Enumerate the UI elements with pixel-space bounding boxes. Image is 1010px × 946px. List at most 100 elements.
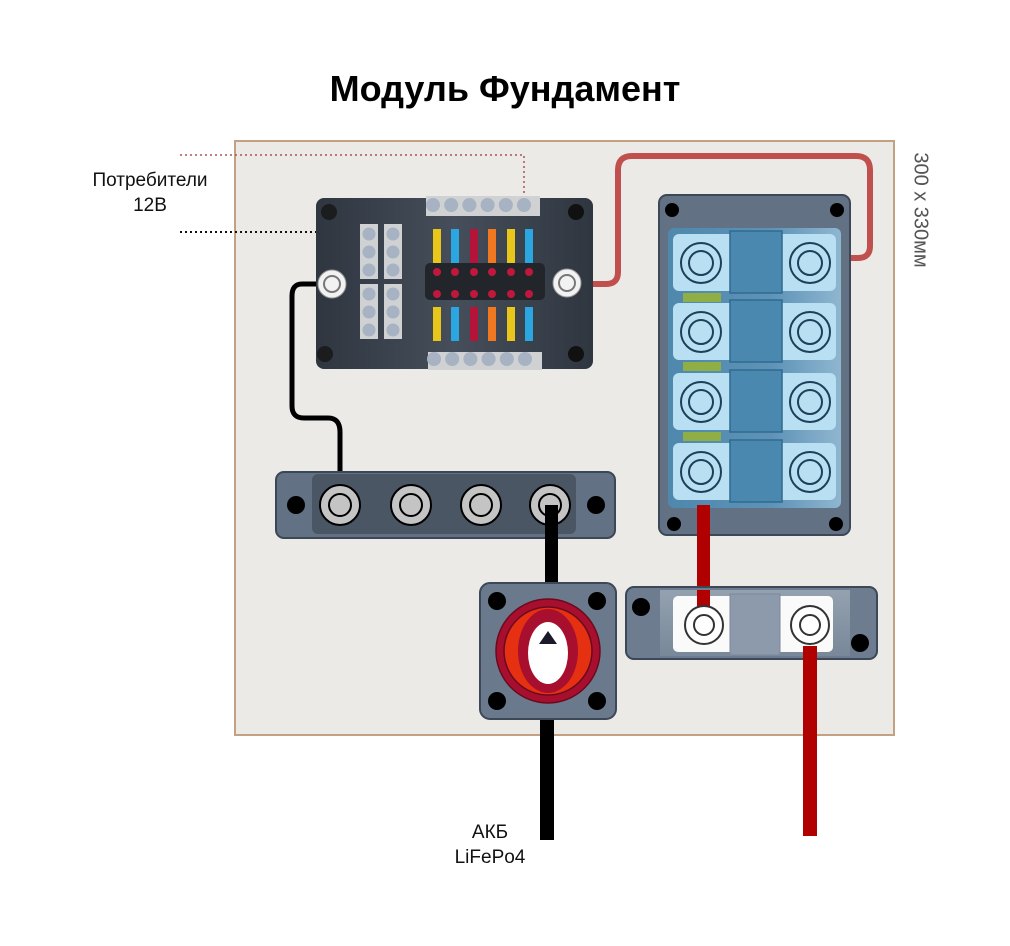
fuse-holder-row [673, 299, 836, 371]
status-led [470, 290, 478, 298]
ground-pin [386, 245, 400, 259]
busbar-stud [390, 484, 432, 526]
mount-hole [287, 496, 305, 514]
wire-red-mainfuse-to-battery [803, 646, 817, 836]
bus-pin [462, 198, 477, 212]
battery-label-line2: LiFePo4 [454, 847, 526, 868]
bus-pin [463, 352, 478, 366]
consumers-label-line1: Потребители [92, 170, 208, 191]
switch-knob [528, 622, 568, 684]
status-led [488, 290, 496, 298]
fuse-holder-single [625, 586, 878, 660]
blade-fuse-bottom [451, 307, 459, 341]
blade-fuse-top [507, 229, 515, 263]
fuse-link-bar [683, 293, 721, 302]
battery-switch[interactable] [479, 582, 617, 720]
mount-hole [588, 592, 606, 610]
battery-label: АКБ LiFePo4 [430, 820, 550, 870]
fuse-terminal [680, 381, 722, 423]
fuse-terminal-inner [797, 319, 823, 345]
consumers-label: Потребители 12В [70, 168, 230, 218]
page-title: Модуль Фундамент [0, 68, 1010, 110]
busbar-stud [319, 484, 361, 526]
fuse-terminal [680, 242, 722, 284]
blade-fuse-top [451, 229, 459, 263]
fuse-holder-row [673, 439, 836, 503]
ground-pin [362, 287, 376, 301]
blade-fuse-bottom [507, 307, 515, 341]
fuse-terminal [680, 451, 722, 493]
bus-pin [480, 198, 495, 212]
ground-pin [362, 305, 376, 319]
wire-black-busbar-to-switch [545, 505, 558, 595]
fuse-terminal [789, 311, 831, 353]
fuse-holder-multi [658, 194, 851, 536]
wire-black-fuseblock-to-busbar [289, 281, 343, 478]
ground-pin [362, 323, 376, 337]
bus-pin [498, 198, 513, 212]
mount-hole [488, 692, 506, 710]
mount-hole [851, 634, 869, 652]
mount-hole [317, 346, 333, 362]
status-led [525, 268, 533, 276]
mount-hole [568, 204, 584, 220]
ground-pin [362, 245, 376, 259]
mount-hole [568, 346, 584, 362]
status-led [488, 268, 496, 276]
fuse-terminal [789, 381, 831, 423]
status-led [433, 290, 441, 298]
blade-fuse-bottom [433, 307, 441, 341]
fuse-link-bar [683, 432, 721, 441]
status-led [525, 290, 533, 298]
fuse-block [316, 196, 593, 370]
blade-fuse-bottom [470, 307, 478, 341]
bus-pin [518, 352, 532, 366]
ground-pin [362, 263, 376, 277]
ground-pin [362, 227, 376, 241]
blade-fuse-bottom [488, 307, 496, 341]
blade-fuse-top [488, 229, 496, 263]
fuse-terminal-inner [688, 319, 714, 345]
fuse-terminal [680, 311, 722, 353]
bus-pin [499, 352, 514, 366]
bus-pin [445, 352, 460, 366]
ground-pin [386, 323, 400, 337]
blade-fuse-top [525, 229, 533, 263]
ground-pin [386, 227, 400, 241]
mount-hole [632, 598, 650, 616]
status-led [470, 268, 478, 276]
fuse-terminal-inner [688, 459, 714, 485]
terminal-positive [552, 268, 582, 298]
fuse-terminal-inner [797, 459, 823, 485]
mount-hole [667, 517, 681, 531]
fuse-terminal-inner [688, 250, 714, 276]
title-text: Модуль Фундамент [329, 68, 681, 109]
wire-black-switch-to-battery [540, 715, 554, 840]
status-led [433, 268, 441, 276]
busbar-stud [460, 484, 502, 526]
fuse-terminal [789, 242, 831, 284]
fuse-holder-row [673, 369, 836, 441]
ground-pin [386, 263, 400, 277]
blade-fuse-top [470, 229, 478, 263]
mount-hole [587, 496, 605, 514]
status-led [507, 290, 515, 298]
mount-hole [588, 692, 606, 710]
bus-pin [481, 352, 496, 366]
anl-fuse [729, 369, 783, 433]
blade-fuse-bottom [525, 307, 533, 341]
bus-pin [426, 198, 440, 212]
blade-fuse-top [433, 229, 441, 263]
mount-hole [829, 517, 843, 531]
battery-label-line1: АКБ [471, 822, 509, 843]
fuse-link-bar [683, 362, 721, 371]
anl-fuse [729, 439, 783, 503]
status-led [451, 290, 459, 298]
mount-hole [321, 204, 337, 220]
fuse-terminal-inner [797, 250, 823, 276]
bus-pin [427, 352, 441, 366]
status-led [451, 268, 459, 276]
terminal-negative [317, 269, 347, 299]
mount-hole [830, 203, 844, 217]
